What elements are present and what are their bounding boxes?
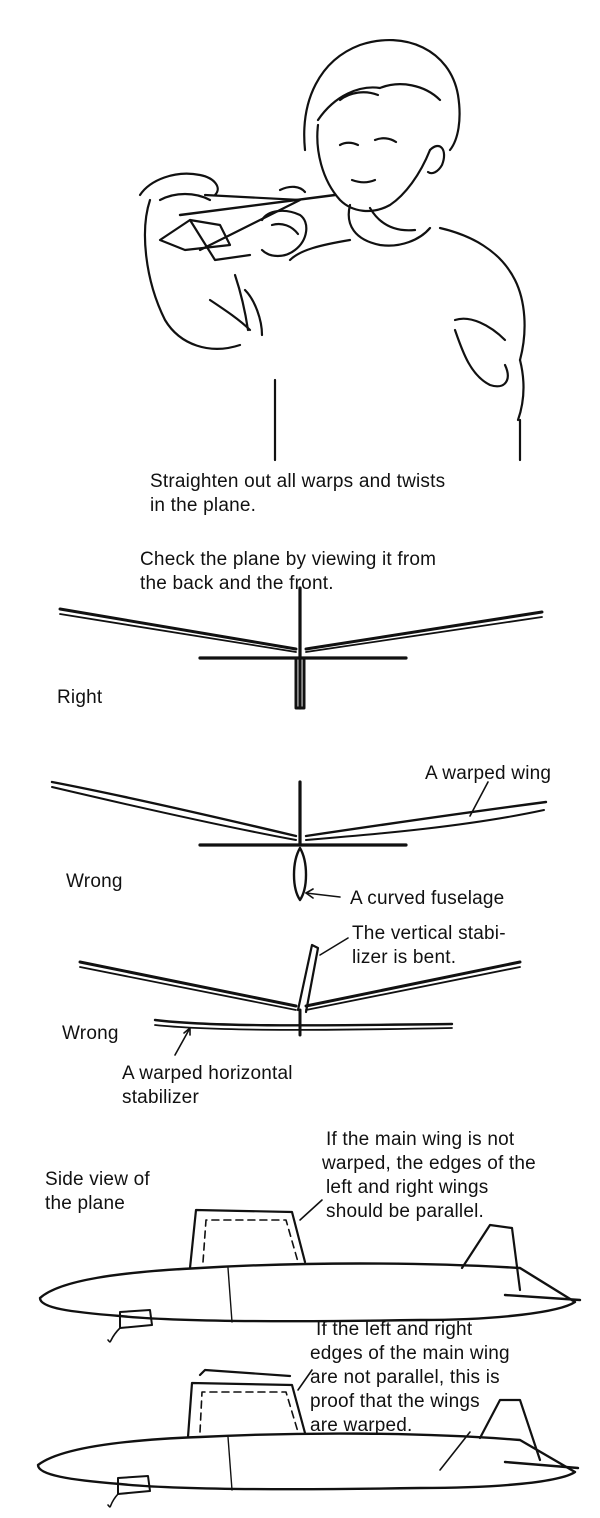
label-not-parallel-line1: If the left and right xyxy=(316,1319,473,1340)
caption-straighten-line2: in the plane. xyxy=(150,495,257,516)
label-warped-wing: A warped wing xyxy=(425,763,552,784)
label-parallel-line1: If the main wing is not xyxy=(326,1129,515,1150)
front-view-bent-stabilizer-drawing xyxy=(78,937,522,1056)
label-parallel-line4: should be parallel. xyxy=(326,1201,485,1222)
front-view-warped-wing-drawing xyxy=(50,780,548,902)
label-warped-horizontal-line2: stabilizer xyxy=(122,1087,199,1108)
side-view-warped-drawing xyxy=(36,1368,580,1508)
caption-check-line2: the back and the front. xyxy=(140,573,334,594)
caption-straighten-line1: Straighten out all warps and twists xyxy=(150,471,446,492)
label-right: Right xyxy=(57,687,103,708)
boy-holding-glider-illustration xyxy=(138,39,526,462)
label-vertical-bent-line1: The vertical stabi- xyxy=(352,923,506,944)
front-view-right-drawing xyxy=(58,586,544,710)
label-not-parallel-line4: proof that the wings xyxy=(310,1391,480,1412)
label-not-parallel-line3: are not parallel, this is xyxy=(310,1367,500,1388)
side-view-parallel-drawing xyxy=(38,1199,582,1343)
label-warped-horizontal-line1: A warped horizontal xyxy=(122,1063,293,1084)
label-curved-fuselage: A curved fuselage xyxy=(350,888,505,909)
caption-check-line1: Check the plane by viewing it from xyxy=(140,549,437,570)
label-wrong-1: Wrong xyxy=(66,871,123,892)
label-wrong-2: Wrong xyxy=(62,1023,119,1044)
label-parallel-line2: warped, the edges of the xyxy=(322,1153,536,1174)
label-parallel-line3: left and right wings xyxy=(326,1177,489,1198)
label-side-view-line2: the plane xyxy=(45,1193,125,1214)
label-not-parallel-line5: are warped. xyxy=(310,1415,413,1436)
label-vertical-bent-line2: lizer is bent. xyxy=(352,947,457,968)
label-side-view-line1: Side view of xyxy=(45,1169,150,1190)
label-not-parallel-line2: edges of the main wing xyxy=(310,1343,510,1364)
